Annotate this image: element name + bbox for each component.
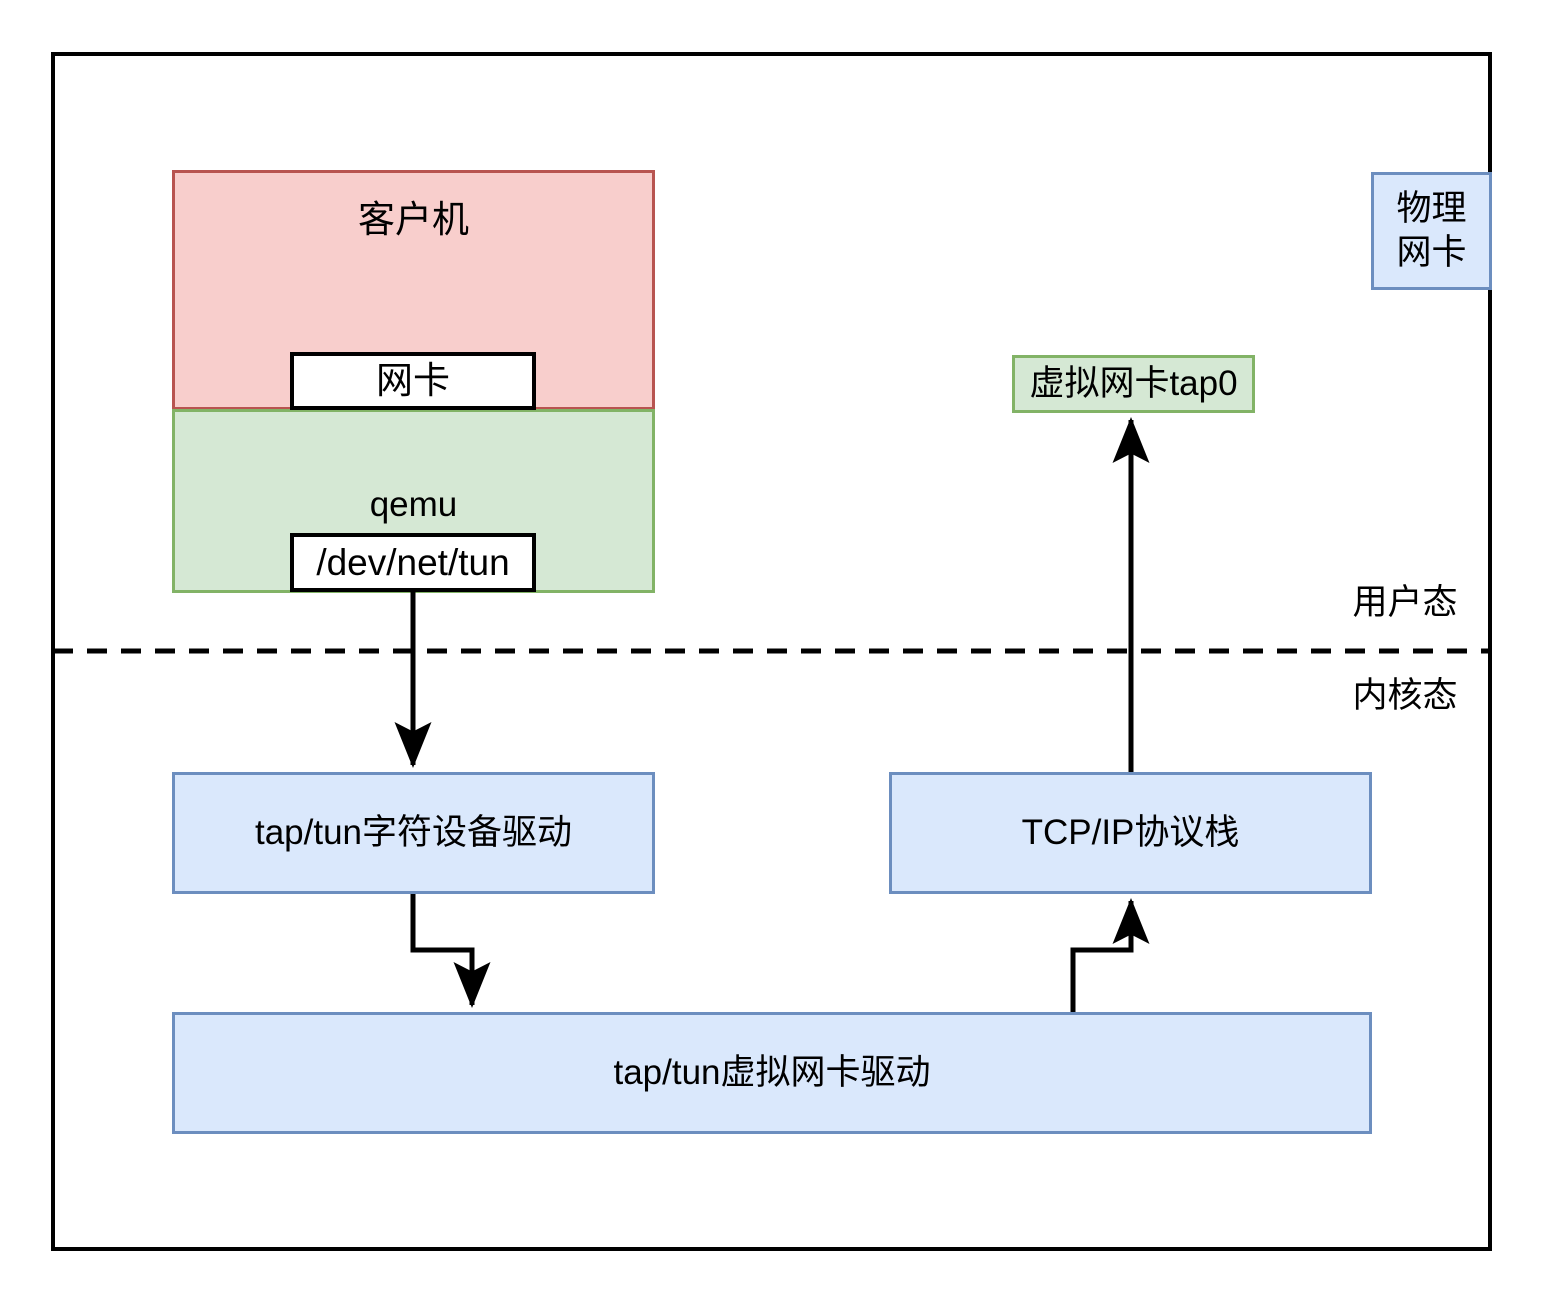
user-mode-label: 用户态 [1330,575,1480,623]
qemu-label: qemu [369,485,458,524]
guest-nic-box[interactable]: 网卡 [290,352,536,410]
tcp-ip-stack-box[interactable]: TCP/IP协议栈 [889,772,1372,894]
virtual-nic-tap0-label: 虚拟网卡tap0 [1029,363,1238,403]
guest-machine-label: 客户机 [358,199,469,240]
kernel-mode-label: 内核态 [1330,668,1480,716]
dev-net-tun-box[interactable]: /dev/net/tun [290,533,536,592]
physical-nic-label: 物理 网卡 [1396,189,1467,272]
physical-nic-box[interactable]: 物理 网卡 [1371,172,1492,290]
virtual-nic-tap0-box[interactable]: 虚拟网卡tap0 [1012,355,1255,413]
guest-nic-label: 网卡 [376,360,450,402]
kernel-mode-text: 内核态 [1352,675,1458,715]
tap-tun-char-driver-label: tap/tun字符设备驱动 [254,812,573,852]
tap-tun-virtual-nic-driver-label: tap/tun虚拟网卡驱动 [613,1052,931,1092]
tap-tun-virtual-nic-driver-box[interactable]: tap/tun虚拟网卡驱动 [172,1012,1372,1134]
dev-net-tun-label: /dev/net/tun [316,541,510,583]
tap-tun-char-driver-box[interactable]: tap/tun字符设备驱动 [172,772,655,894]
user-mode-text: 用户态 [1352,582,1458,622]
tcp-ip-stack-label: TCP/IP协议栈 [1021,812,1240,852]
